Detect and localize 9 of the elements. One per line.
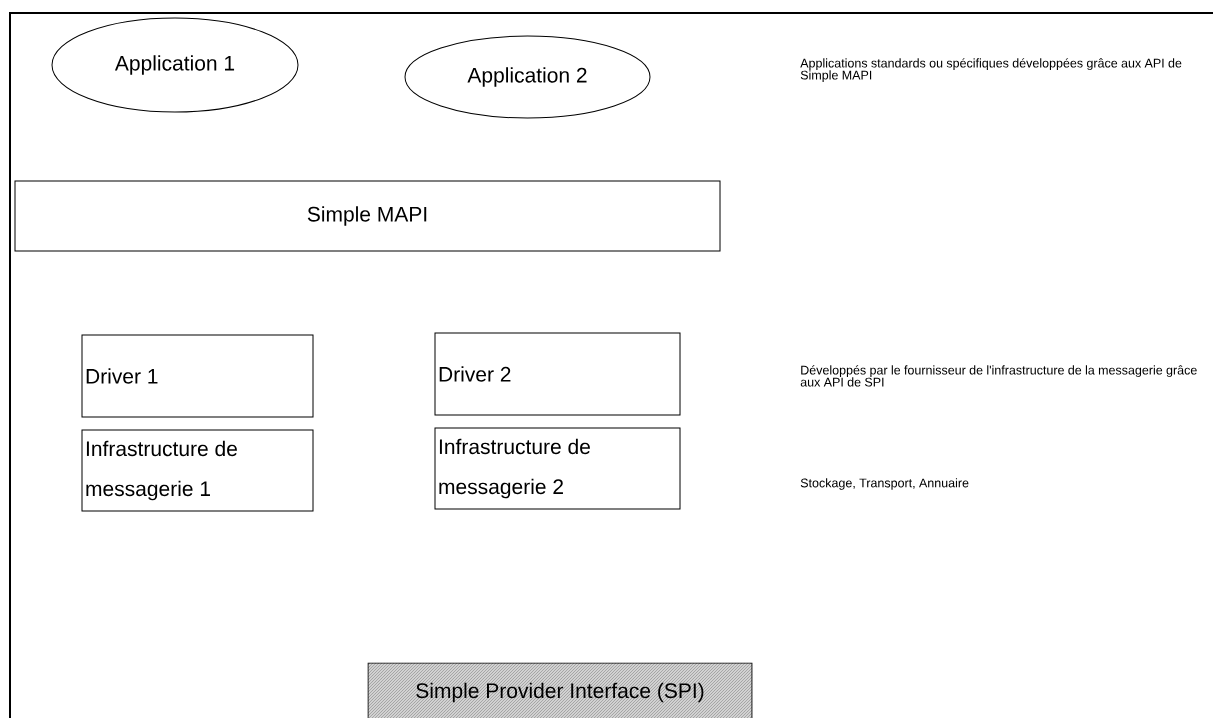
layer-box: Simple MAPI bbox=[14, 180, 721, 252]
note-text: Stockage, Transport, Annuaire bbox=[800, 478, 969, 490]
layer-box: Infrastructure de messagerie 1 bbox=[81, 429, 314, 512]
layer-box: Driver 1 bbox=[81, 334, 314, 418]
note-text: Développés par le fournisseur de l'infrastructure de la messagerie grâce aux API de SPI bbox=[800, 365, 1197, 387]
interface-box: Simple Provider Interface (SPI) bbox=[367, 662, 753, 718]
note-text: Applications standards ou spécifiques développées grâce aux API de Simple MAPI bbox=[800, 58, 1182, 82]
layer-box: Driver 2 bbox=[434, 332, 681, 416]
layer-box: Infrastructure de messagerie 2 bbox=[434, 427, 681, 510]
